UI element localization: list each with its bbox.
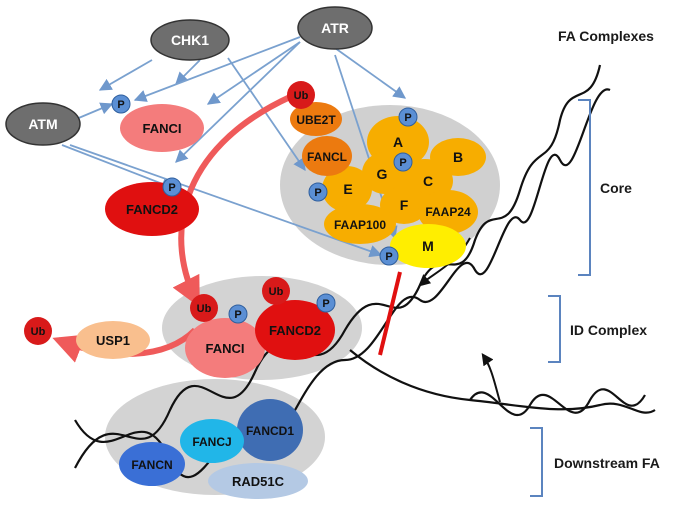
phosphate-on-id-fancd2: P <box>316 293 336 313</box>
id-fancd2-protein <box>255 300 335 360</box>
m-label: M <box>422 238 434 254</box>
p-label: P <box>385 251 392 263</box>
p-label: P <box>399 157 406 169</box>
f-label: F <box>400 197 409 213</box>
fancd1-protein <box>237 399 303 461</box>
g-label: G <box>377 166 388 182</box>
fanci-label: FANCI <box>143 121 182 136</box>
atr-kinase: ATR <box>297 6 373 50</box>
id-fanci-label: FANCI <box>206 341 245 356</box>
phosphate-on-g: P <box>393 152 413 172</box>
usp1-label: USP1 <box>96 333 130 348</box>
ube2t-label: UBE2T <box>296 113 336 127</box>
phosphate-on-e: P <box>308 182 328 202</box>
chk1-label: CHK1 <box>171 32 209 48</box>
phosphate-tags: P P P P P P P P <box>111 94 418 324</box>
ub-label: Ub <box>294 90 309 102</box>
protein-f <box>380 186 428 224</box>
p-label: P <box>168 182 175 194</box>
fancd2-label: FANCD2 <box>126 202 178 217</box>
rad51c-label: RAD51C <box>232 474 285 489</box>
protein-faap24 <box>418 190 478 234</box>
atm-kinase: ATM <box>5 102 81 146</box>
phosphate-on-a: P <box>398 107 418 127</box>
core-complex: UBE2T FANCL A B C G E F FAAP24 FAAP100 M <box>290 102 486 268</box>
fancn-label: FANCN <box>131 458 172 472</box>
p-label: P <box>314 187 321 199</box>
fancd2-protein: FANCD2 <box>105 182 199 236</box>
id-fancd2-label: FANCD2 <box>269 323 321 338</box>
p-label: P <box>322 298 329 310</box>
released-ubiquitin: Ub <box>24 317 52 345</box>
ub-label: Ub <box>197 303 212 315</box>
atm-label: ATM <box>28 116 57 132</box>
id-complex-section-label: ID Complex <box>570 322 647 338</box>
downstream-bracket <box>530 427 543 497</box>
section-brackets <box>530 99 591 497</box>
fancd1-label: FANCD1 <box>246 424 294 438</box>
core-bracket <box>578 99 591 276</box>
p-label: P <box>234 309 241 321</box>
chk1-kinase: CHK1 <box>150 19 230 61</box>
c-label: C <box>423 173 433 189</box>
helix-turn-arrow-bottom <box>481 353 501 403</box>
rad51c-protein <box>208 463 308 499</box>
phosphate-on-fanci: P <box>111 94 131 114</box>
downstream-complex: RAD51C FANCD1 FANCN FANCJ <box>119 399 308 499</box>
phosphate-on-m: P <box>379 246 399 266</box>
atr-label: ATR <box>321 20 349 36</box>
fancl-label: FANCL <box>307 150 347 164</box>
id-fanci-protein <box>185 318 265 378</box>
fa-complexes-title: FA Complexes <box>558 28 654 44</box>
kinase-arrows <box>61 36 407 258</box>
ub-label: Ub <box>31 326 46 338</box>
protein-e <box>322 166 372 212</box>
ubiquitin-on-fanci: Ub <box>190 294 218 322</box>
a-label: A <box>393 134 403 150</box>
fancj-protein <box>180 419 244 463</box>
ubiquitin-on-ube2t: Ub <box>287 81 315 109</box>
id-complex-bracket <box>548 295 561 363</box>
b-label: B <box>453 149 463 165</box>
protein-ube2t <box>290 102 342 136</box>
protein-faap100 <box>324 204 396 244</box>
fancn-protein <box>119 442 185 486</box>
id-complex: USP1 FANCI FANCD2 <box>76 300 335 378</box>
protein-fancl <box>302 136 352 176</box>
crosslink-bar <box>378 271 402 356</box>
ub-label: Ub <box>269 286 284 298</box>
phosphate-on-id-fanci: P <box>228 304 248 324</box>
ubiquitin-on-fancd2: Ub <box>262 277 290 305</box>
ubiquitin-tags: Ub Ub Ub Ub <box>24 81 315 345</box>
fanci-protein: FANCI <box>120 104 204 152</box>
protein-m <box>390 224 466 268</box>
downstream-section-label: Downstream FA <box>554 455 660 471</box>
phosphate-on-fancd2: P <box>162 177 182 197</box>
faap100-label: FAAP100 <box>334 218 386 232</box>
core-section-label: Core <box>600 180 632 196</box>
e-label: E <box>343 181 352 197</box>
faap24-label: FAAP24 <box>425 205 471 219</box>
usp1-protein <box>76 321 150 359</box>
fancj-label: FANCJ <box>192 435 231 449</box>
p-label: P <box>404 112 411 124</box>
p-label: P <box>117 99 124 111</box>
